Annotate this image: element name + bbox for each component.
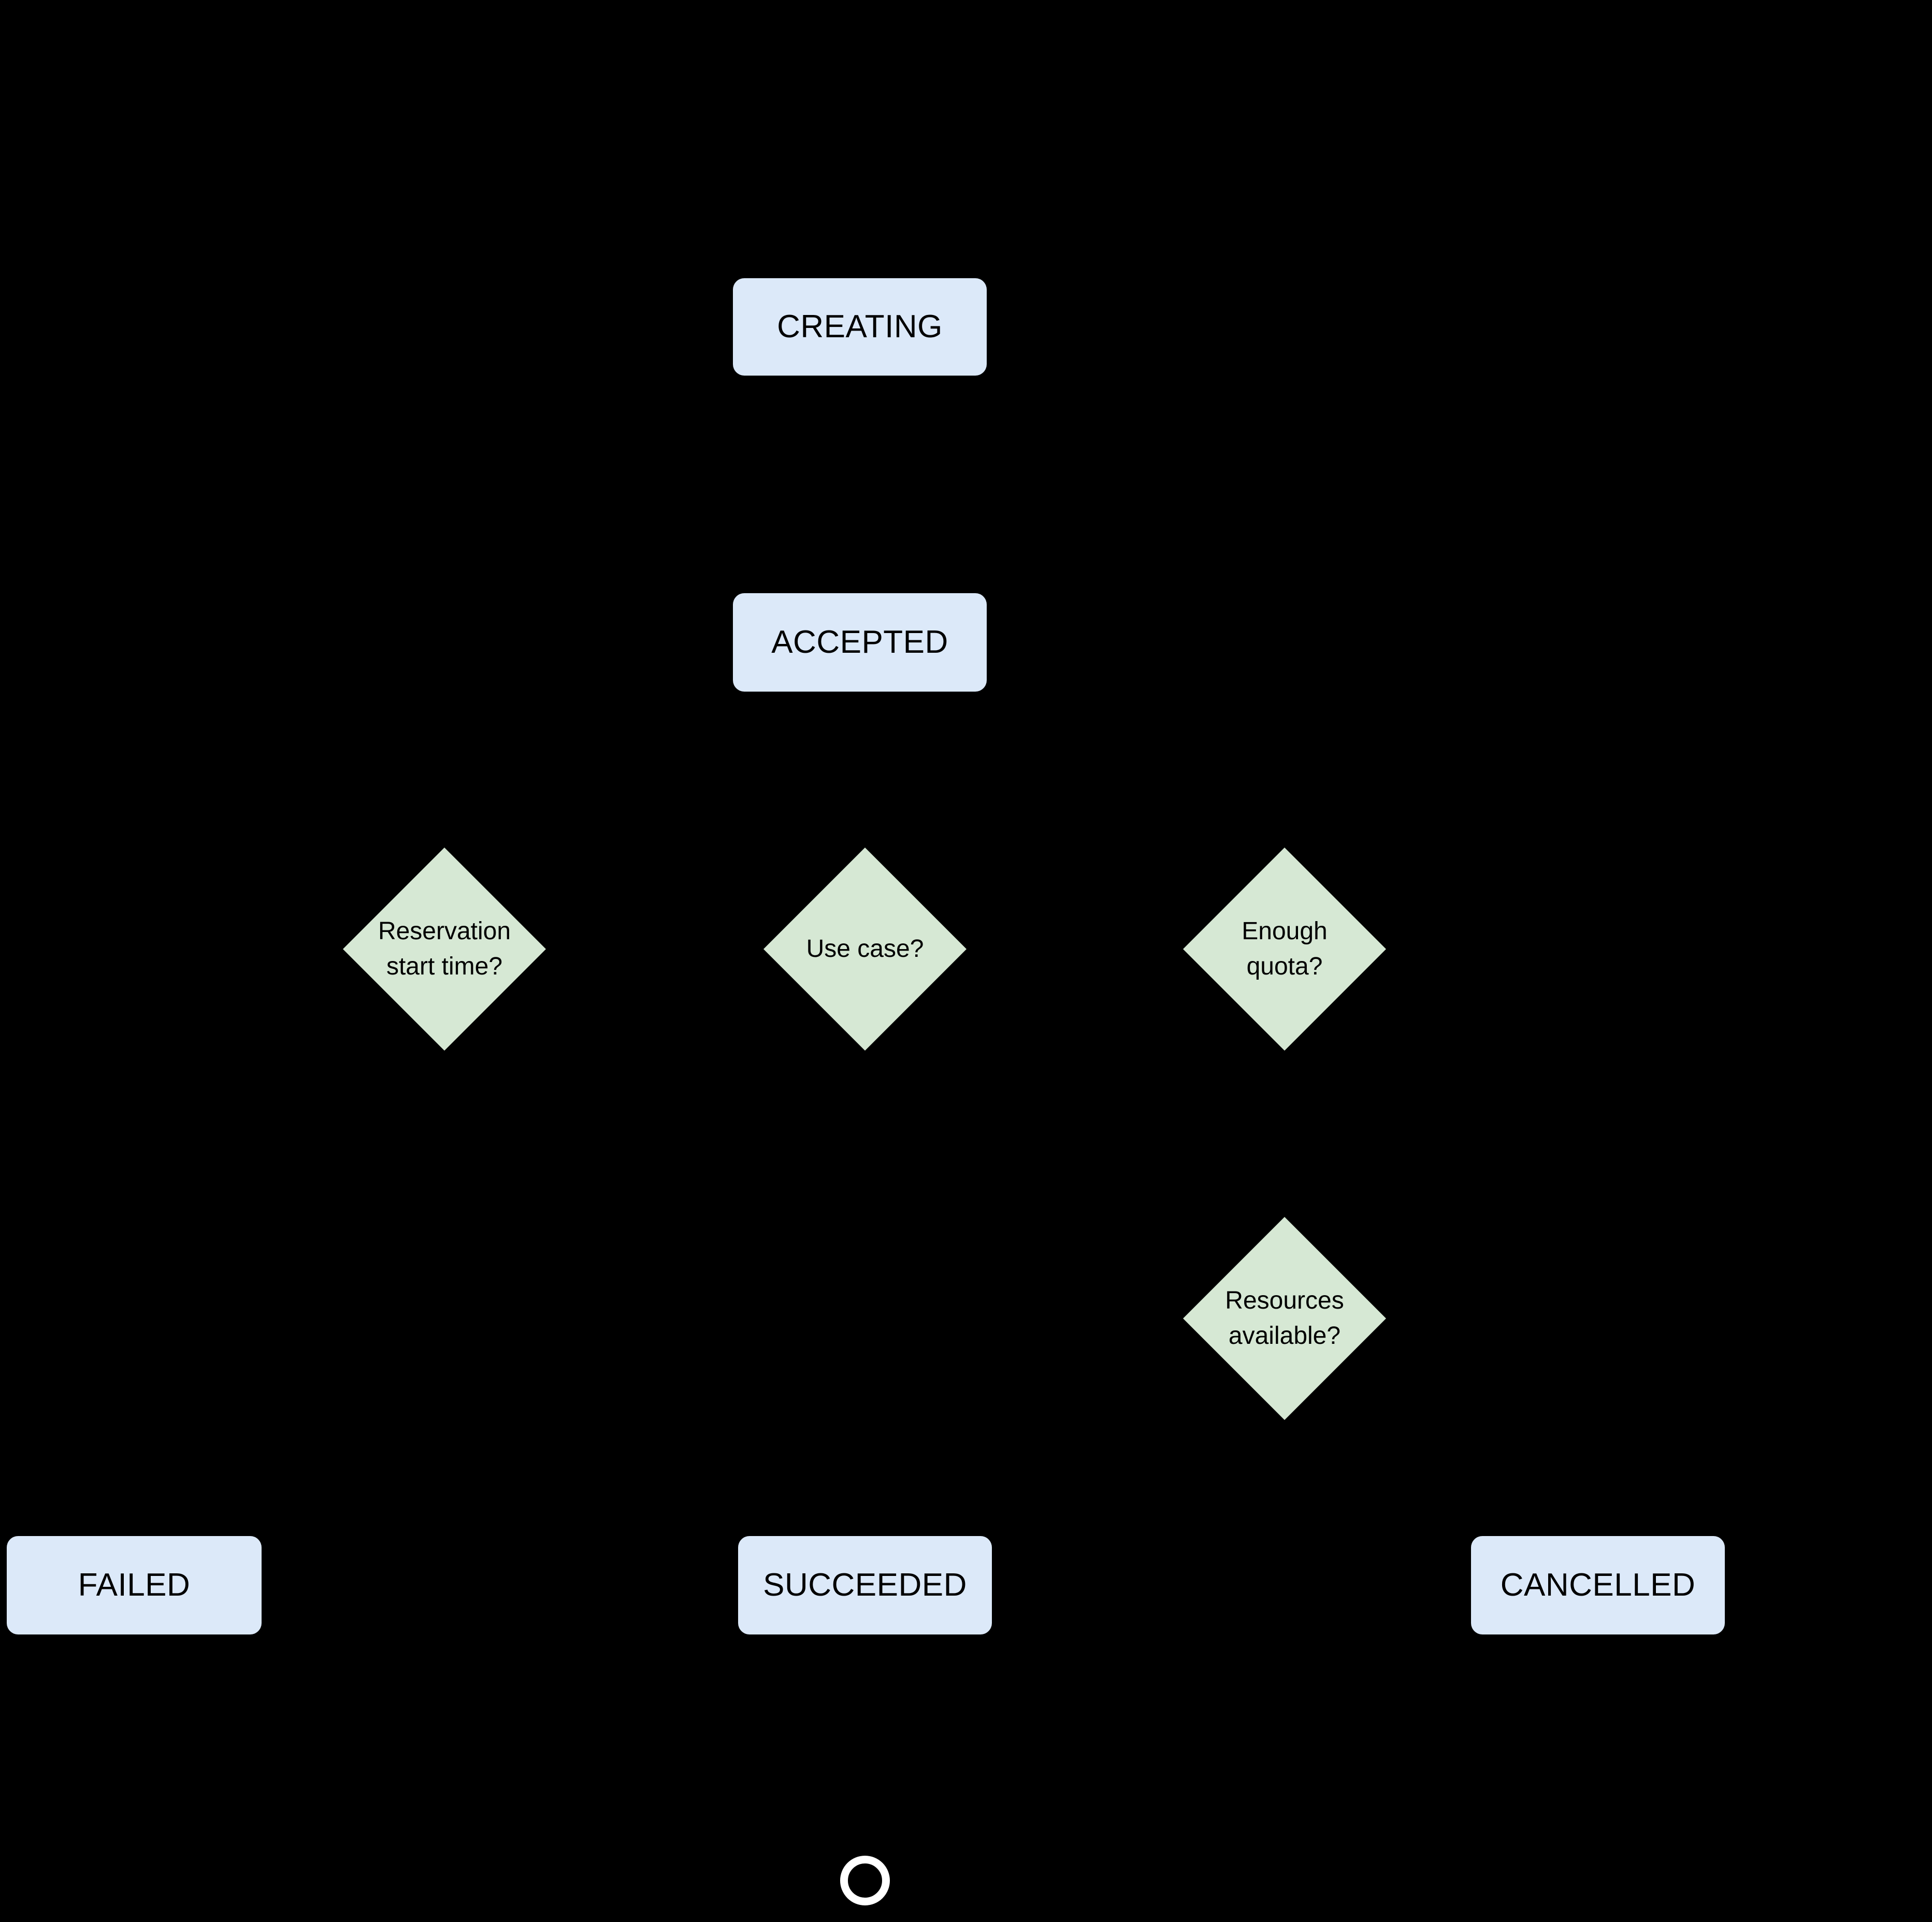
diamond-shape — [1183, 848, 1386, 1051]
decision-node-enough-quota[interactable]: Enough quota? — [1183, 848, 1386, 1051]
decision-node-reservation-start-time[interactable]: Reservation start time? — [343, 848, 546, 1051]
decision-label-resources-available: Resources available? — [1225, 1286, 1344, 1350]
end-node-circle-icon — [840, 1856, 890, 1905]
diamond-shape — [763, 848, 967, 1051]
decision-node-resources-available[interactable]: Resources available? — [1183, 1217, 1386, 1420]
connector-reservation-start-time-to-failed — [134, 1051, 446, 1538]
state-node-cancelled[interactable]: CANCELLED — [1471, 1536, 1725, 1634]
connector-accepted-to-reservation-start-time — [442, 692, 867, 848]
state-label-accepted: ACCEPTED — [771, 624, 948, 660]
decision-node-use-case[interactable]: Use case? — [763, 848, 967, 1051]
state-node-accepted[interactable]: ACCEPTED — [733, 593, 987, 692]
diamond-shape — [1183, 1217, 1386, 1420]
decision-label-use-case: Use case? — [806, 935, 924, 963]
connector-accepted-to-enough-quota — [863, 692, 1287, 848]
state-node-failed[interactable]: FAILED — [7, 1536, 262, 1634]
state-node-succeeded[interactable]: SUCCEEDED — [738, 1536, 992, 1634]
state-label-succeeded: SUCCEEDED — [763, 1567, 967, 1603]
decision-label-reservation-start-time: Reservation start time? — [378, 917, 511, 980]
state-label-creating: CREATING — [777, 308, 943, 345]
state-label-cancelled: CANCELLED — [1500, 1567, 1696, 1603]
connector-resources-available-to-cancelled — [1282, 1420, 1598, 1538]
decision-label-enough-quota: Enough quota? — [1242, 917, 1328, 980]
state-node-creating[interactable]: CREATING — [733, 278, 987, 376]
state-label-failed: FAILED — [78, 1567, 191, 1603]
diamond-shape — [343, 848, 546, 1051]
